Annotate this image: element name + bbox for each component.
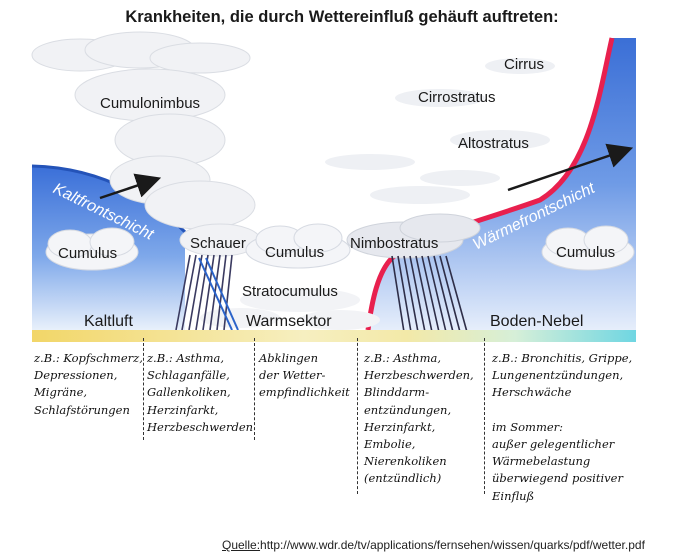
text-line [492,402,632,419]
text-line: Schlaganfälle, [147,368,230,383]
label-cumulonimbus: Cumulonimbus [100,95,200,112]
warm-front-sky [368,38,636,330]
text-line: empfindlichkeit [259,385,350,400]
cumulus-cloud-middle [245,223,351,269]
nimbostratus-rain [391,255,468,333]
label-cumulus-right: Cumulus [556,244,615,261]
source-label: Quelle: [222,538,261,552]
text-line: Lungenentzündungen, [492,368,624,383]
text-line: entzündungen, [364,402,452,417]
text-line: (entzündlich) [364,471,442,486]
column-divider [357,338,358,494]
column-divider [254,338,255,440]
shower-rain-blue [198,257,239,331]
label-cirrus: Cirrus [504,56,544,73]
text-line: überwiegend positiver [492,471,623,486]
text-line: außer gelegentlicher [492,437,615,451]
column-schauer: z.B.: Asthma, Schlaganfälle, Gallenkolik… [147,350,253,436]
cumulonimbus-cloud [31,31,261,257]
text-line: der Wetter- [259,368,326,383]
text-line: z.B.: Bronchitis, Grippe, [492,351,633,365]
label-cirrostratus: Cirrostratus [418,89,496,106]
text-line: Migräne, [34,385,88,400]
text-line: Herzbeschwerden, [364,368,474,383]
text-line: Herzinfarkt, [364,419,436,434]
source-citation: Quelle:http://www.wdr.de/tv/applications… [222,538,645,552]
column-nimbostratus: z.B.: Asthma, Herzbeschwerden, Blinddarm… [364,350,474,488]
label-cumulus-middle: Cumulus [265,244,324,261]
warm-front-arrow [507,143,634,192]
source-url[interactable]: http://www.wdr.de/tv/applications/fernse… [260,538,645,552]
text-line: z.B.: Kopfschmerz, [34,351,143,365]
text-line: Embolie, [364,437,416,452]
text-line: Wärmebelastung [492,454,591,469]
cold-front-arrow [99,173,162,200]
label-warmsektor: Warmsektor [246,313,332,330]
cumulus-cloud-right [541,225,635,271]
text-line: Herzinfarkt, [147,402,219,417]
column-kaltluft: z.B.: Kopfschmerz, Depressionen, Migräne… [34,350,143,419]
ground-strip [32,330,636,342]
label-schauer: Schauer [190,235,246,252]
warm-front-line [365,37,615,331]
text-line: z.B.: Asthma, [147,351,225,365]
label-altostratus: Altostratus [458,135,529,152]
high-cloud-wisps [325,58,555,204]
stratocumulus-cloud [200,288,380,330]
text-line: Schlafstörungen [34,402,130,417]
text-line: Einfluß [492,488,535,503]
column-divider [143,338,144,440]
column-warmsektor: Abklingen der Wetter- empfindlichkeit [259,350,350,402]
text-line: Herschwäche [492,385,572,400]
label-nimbostratus: Nimbostratus [350,235,438,252]
page-title: Krankheiten, die durch Wettereinfluß geh… [125,8,559,26]
cumulus-cloud-left [45,227,139,271]
text-line: Abklingen [259,351,318,365]
label-stratocumulus: Stratocumulus [242,283,338,300]
column-boden-nebel: z.B.: Bronchitis, Grippe, Lungenentzündu… [492,350,632,505]
nimbostratus-cloud [346,213,481,259]
text-line: im Sommer: [492,419,564,434]
label-cumulus-left: Cumulus [58,245,117,262]
text-line: Nierenkoliken [364,454,447,469]
label-boden-nebel: Boden-Nebel [490,313,583,330]
text-line: Depressionen, [34,368,118,383]
text-line: Blinddarm- [364,385,430,400]
column-divider [484,338,485,494]
text-line: z.B.: Asthma, [364,351,442,365]
text-line: Herzbeschwerden [147,419,254,434]
label-kaltluft: Kaltluft [84,313,133,330]
text-line: Gallenkoliken, [147,385,231,400]
